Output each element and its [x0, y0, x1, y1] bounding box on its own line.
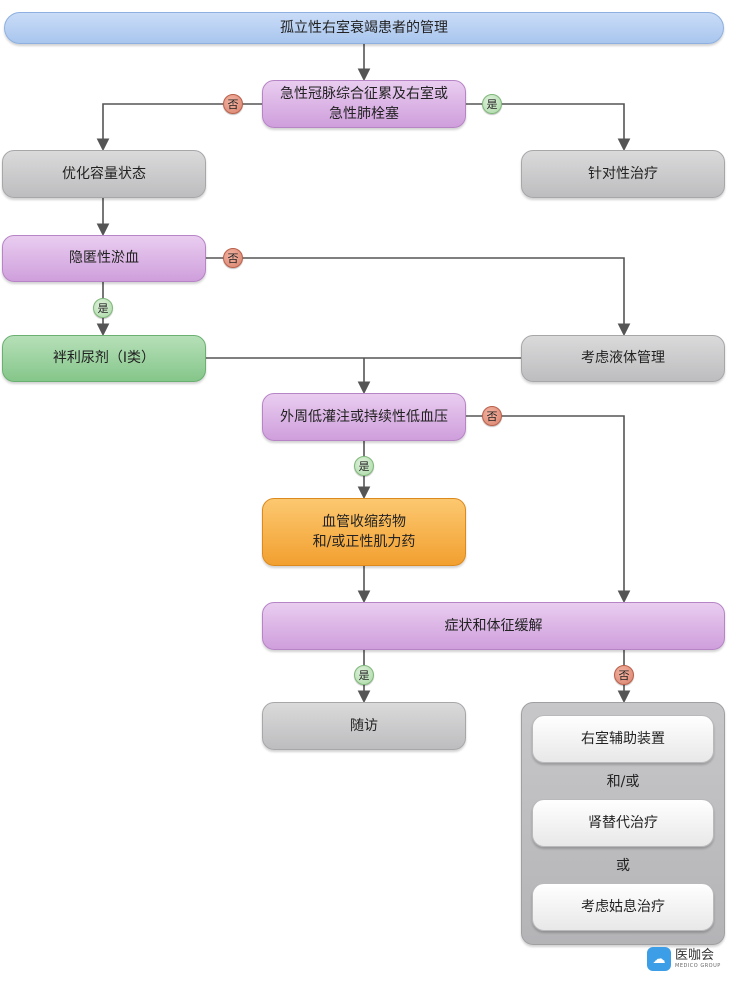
logo-name: 医咖会	[675, 948, 715, 963]
title-text: 孤立性右室衰竭患者的管理	[280, 19, 448, 36]
badge-no-occult: 否	[223, 248, 243, 268]
node-optimize-volume-text: 优化容量状态	[62, 165, 146, 182]
node-palliative: 考虑姑息治疗	[532, 883, 714, 931]
node-follow-up-text: 随访	[350, 717, 378, 734]
badge-no-symptom: 否	[614, 665, 634, 685]
badge-yes-hypo: 是	[354, 456, 374, 476]
node-vasopressor: 血管收缩药物 和/或正性肌力药	[262, 498, 466, 566]
node-fluid-management: 考虑液体管理	[521, 335, 725, 382]
arrow-hypo-no	[466, 415, 631, 604]
node-symptom-relief-text: 症状和体征缓解	[444, 617, 543, 634]
node-hypoperfusion-text: 外周低灌注或持续性低血压	[280, 408, 448, 425]
node-optimize-volume: 优化容量状态	[2, 150, 206, 198]
logo-subtitle: MEDICO GROUP	[675, 963, 721, 969]
node-occult-congestion-text: 隐匿性淤血	[69, 250, 139, 267]
connector-or: 或	[616, 858, 630, 874]
node-hypoperfusion: 外周低灌注或持续性低血压	[262, 393, 466, 441]
arrow-acs-no	[96, 103, 262, 152]
title-box: 孤立性右室衰竭患者的管理	[4, 12, 724, 44]
node-targeted-therapy-text: 针对性治疗	[588, 165, 658, 182]
node-acs-pe-text: 急性冠脉综合征累及右室或 急性肺栓塞	[280, 85, 448, 122]
node-rv-assist: 右室辅助装置	[532, 715, 714, 763]
node-targeted-therapy: 针对性治疗	[521, 150, 725, 198]
brand-logo: ☁ 医咖会 MEDICO GROUP	[647, 947, 721, 971]
badge-yes-occult: 是	[93, 298, 113, 318]
node-renal-replacement-text: 肾替代治疗	[588, 814, 658, 831]
arrow-occult-no	[206, 257, 631, 337]
badge-yes-acs: 是	[482, 94, 502, 114]
badge-yes-symptom: 是	[354, 665, 374, 685]
node-rv-assist-text: 右室辅助装置	[581, 730, 665, 747]
node-palliative-text: 考虑姑息治疗	[581, 898, 665, 915]
node-acs-pe: 急性冠脉综合征累及右室或 急性肺栓塞	[262, 80, 466, 128]
badge-no-hypo: 否	[482, 406, 502, 426]
badge-no-acs: 否	[223, 94, 243, 114]
node-loop-diuretic: 袢利尿剂（I类）	[2, 335, 206, 382]
connector-and-or: 和/或	[606, 774, 640, 790]
node-loop-diuretic-text: 袢利尿剂（I类）	[52, 350, 156, 367]
arrow-acs-yes	[466, 103, 631, 152]
node-renal-replacement: 肾替代治疗	[532, 799, 714, 847]
node-occult-congestion: 隐匿性淤血	[2, 235, 206, 282]
node-vasopressor-text: 血管收缩药物 和/或正性肌力药	[312, 513, 416, 550]
node-symptom-relief: 症状和体征缓解	[262, 602, 725, 650]
chat-bubble-icon: ☁	[647, 947, 671, 971]
node-follow-up: 随访	[262, 702, 466, 750]
node-fluid-management-text: 考虑液体管理	[581, 350, 665, 367]
